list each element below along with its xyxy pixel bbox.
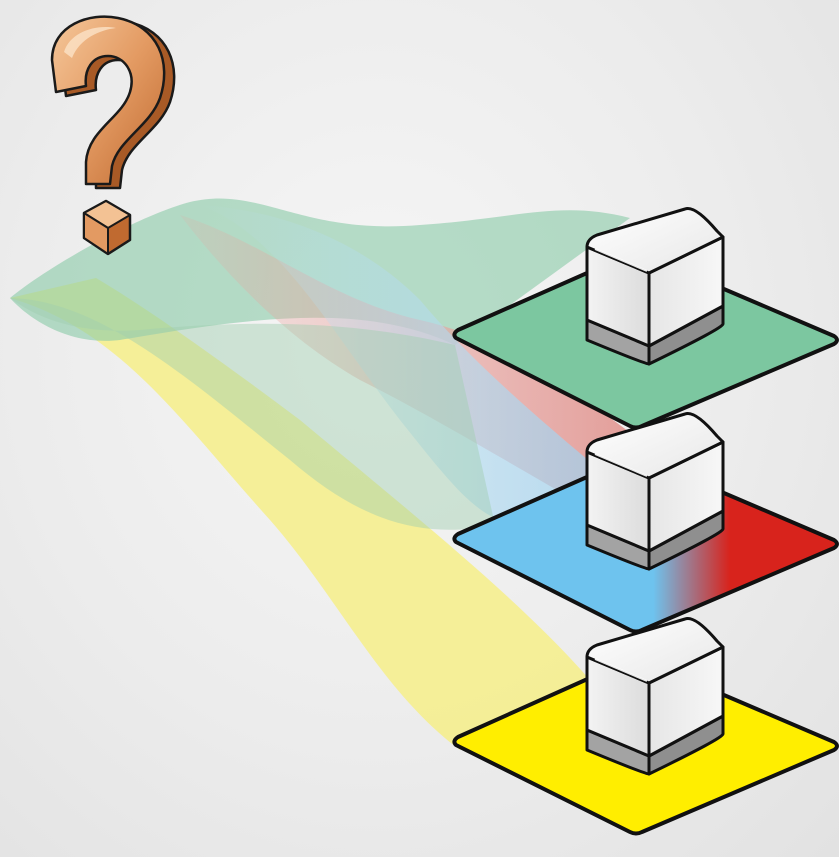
question-mark-icon [50, 15, 176, 256]
flow-green-overlay [10, 298, 495, 530]
server-group [585, 206, 725, 776]
server-cube-icon [585, 616, 725, 776]
flow-ribbons [10, 198, 640, 750]
flow-to-middle-tier-blue [200, 205, 600, 520]
server-cube-icon [585, 411, 725, 571]
flow-to-bottom-tier [10, 278, 590, 750]
server-cube-icon [585, 206, 725, 366]
